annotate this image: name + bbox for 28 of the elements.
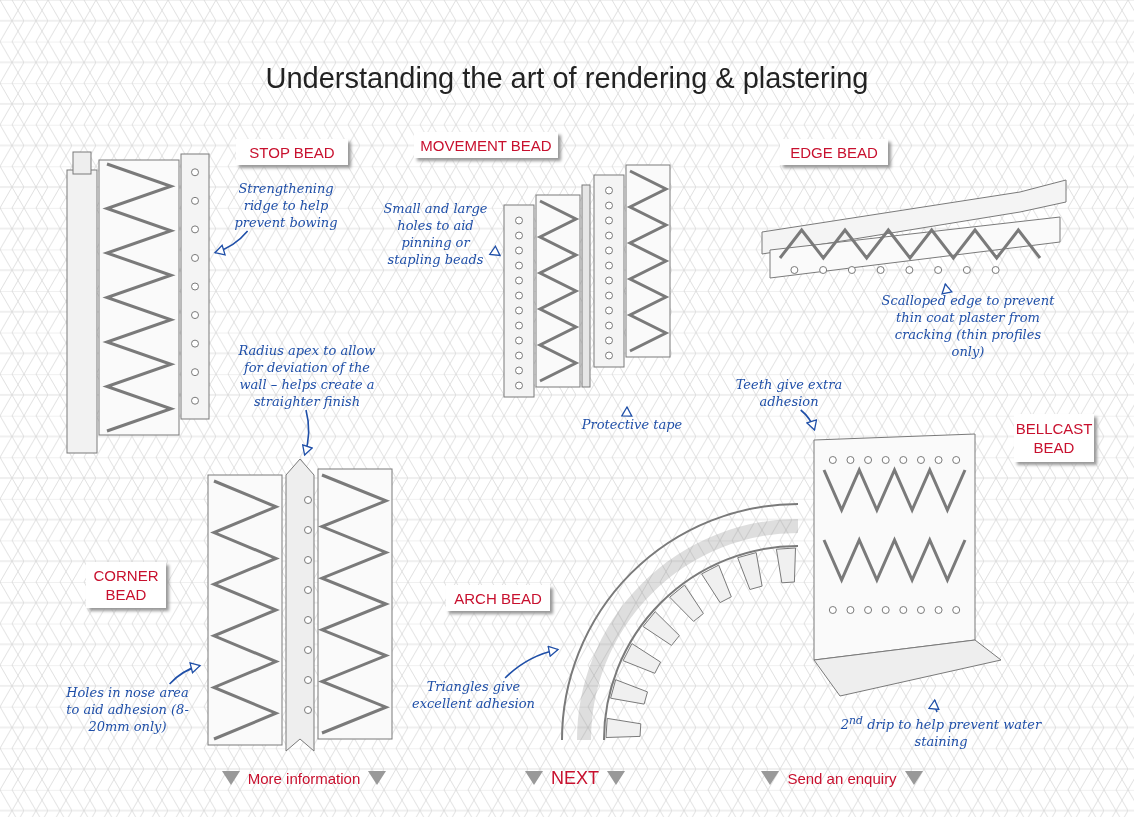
leader-line: [168, 662, 201, 685]
nav-link: More information: [214, 766, 394, 790]
nav-link: NEXT: [490, 766, 660, 790]
leader-line: [504, 646, 559, 679]
annotation-note: Scalloped edge to prevent thin coat plaster from cracking (thin profiles only): [878, 292, 1058, 360]
leader-line: [799, 409, 817, 431]
annotation-note: Radius apex to allow for deviation of the wall – helps create a straighter finish: [232, 342, 382, 410]
annotation-note: 2$^{nd}$ drip to help prevent water staining: [826, 712, 1056, 751]
bead-title: EDGE BEAD: [780, 139, 888, 165]
annotation-note: Strengthening ridge to help prevent bowing: [226, 180, 346, 231]
nav-link: Send an enquiry: [754, 766, 930, 790]
annotation-note: Holes in nose area to aid adhesion (8-20mm only): [60, 684, 195, 735]
leader-line: [214, 230, 249, 256]
annotation-note: Small and large holes to aid pinning or stapling beads: [378, 200, 493, 268]
leader-line: [941, 283, 953, 295]
bead-title: ARCH BEAD: [446, 585, 550, 611]
leader-line: [301, 409, 313, 456]
leader-line: [928, 699, 940, 713]
bead-title: BELLCAST BEAD: [1014, 414, 1094, 462]
annotation-note: Teeth give extra adhesion: [724, 376, 854, 410]
leader-line: [489, 245, 501, 257]
annotation-note: Protective tape: [572, 416, 692, 433]
annotation-note: Triangles give excellent adhesion: [396, 678, 551, 712]
bead-title: MOVEMENT BEAD: [414, 132, 558, 158]
page-title: Understanding the art of rendering & plastering: [264, 62, 870, 95]
bead-title: STOP BEAD: [236, 139, 348, 165]
bead-title: CORNER BEAD: [86, 562, 166, 608]
leader-line: [621, 406, 633, 417]
